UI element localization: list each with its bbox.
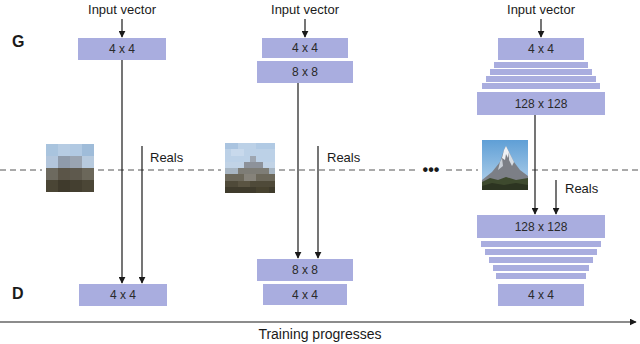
reals-label: Reals [565, 181, 598, 196]
network-label: D [12, 285, 24, 303]
layer-box: 4 x 4 [78, 38, 166, 60]
timeline-arrow [0, 321, 636, 322]
reals-label: Reals [327, 150, 360, 165]
flow-arrow [534, 115, 535, 214]
layer-bar [486, 76, 596, 82]
input-arrow [121, 19, 122, 37]
image-full [482, 140, 528, 190]
resolution-text: 4 x 4 [292, 288, 318, 302]
layer-bar [489, 257, 593, 263]
layer-bar [494, 62, 588, 68]
separator-line [0, 170, 640, 171]
resolution-text: 8 x 8 [292, 65, 318, 79]
reals-arrow [555, 180, 556, 214]
dashed-line [446, 170, 478, 171]
input-arrow [540, 19, 541, 37]
image-8x8 [225, 143, 275, 193]
layer-bar [482, 83, 600, 89]
resolution-text: 4 x 4 [292, 41, 318, 55]
layer-box: 4 x 4 [498, 284, 584, 306]
dashed-line [279, 170, 416, 171]
reals-label: Reals [150, 150, 183, 165]
layer-stack [481, 241, 601, 279]
layer-box: 8 x 8 [257, 259, 353, 281]
layer-bar [481, 241, 601, 247]
dashed-line [98, 170, 221, 171]
layer-box: 8 x 8 [257, 61, 353, 83]
resolution-text: 4 x 4 [528, 42, 554, 56]
reals-arrow [317, 146, 318, 258]
layer-bar [493, 265, 589, 271]
dashed-line [0, 170, 42, 171]
layer-box: 4 x 4 [79, 284, 167, 306]
network-label: G [12, 33, 24, 51]
layer-box: 128 x 128 [477, 215, 605, 238]
layer-bar [490, 69, 592, 75]
image-4x4 [46, 144, 94, 192]
resolution-text: 128 x 128 [515, 220, 568, 234]
dashed-line [532, 170, 640, 171]
layer-box: 4 x 4 [263, 284, 347, 305]
layer-box: 128 x 128 [477, 92, 605, 115]
resolution-text: 8 x 8 [292, 263, 318, 277]
resolution-text: 4 x 4 [110, 288, 136, 302]
input-label: Input vector [88, 2, 156, 17]
resolution-text: 128 x 128 [515, 97, 568, 111]
resolution-text: 4 x 4 [109, 42, 135, 56]
input-label: Input vector [271, 2, 339, 17]
flow-arrow [121, 60, 122, 283]
flow-arrow [297, 83, 298, 258]
ellipsis: ••• [423, 161, 440, 179]
resolution-text: 4 x 4 [528, 288, 554, 302]
layer-bar [496, 273, 586, 279]
input-label: Input vector [507, 2, 575, 17]
layer-stack [482, 62, 600, 89]
input-arrow [304, 19, 305, 37]
reals-arrow [141, 146, 142, 283]
layer-box: 4 x 4 [498, 38, 584, 60]
axis-label: Training progresses [258, 326, 381, 342]
layer-bar [485, 249, 597, 255]
layer-box: 4 x 4 [262, 38, 348, 58]
